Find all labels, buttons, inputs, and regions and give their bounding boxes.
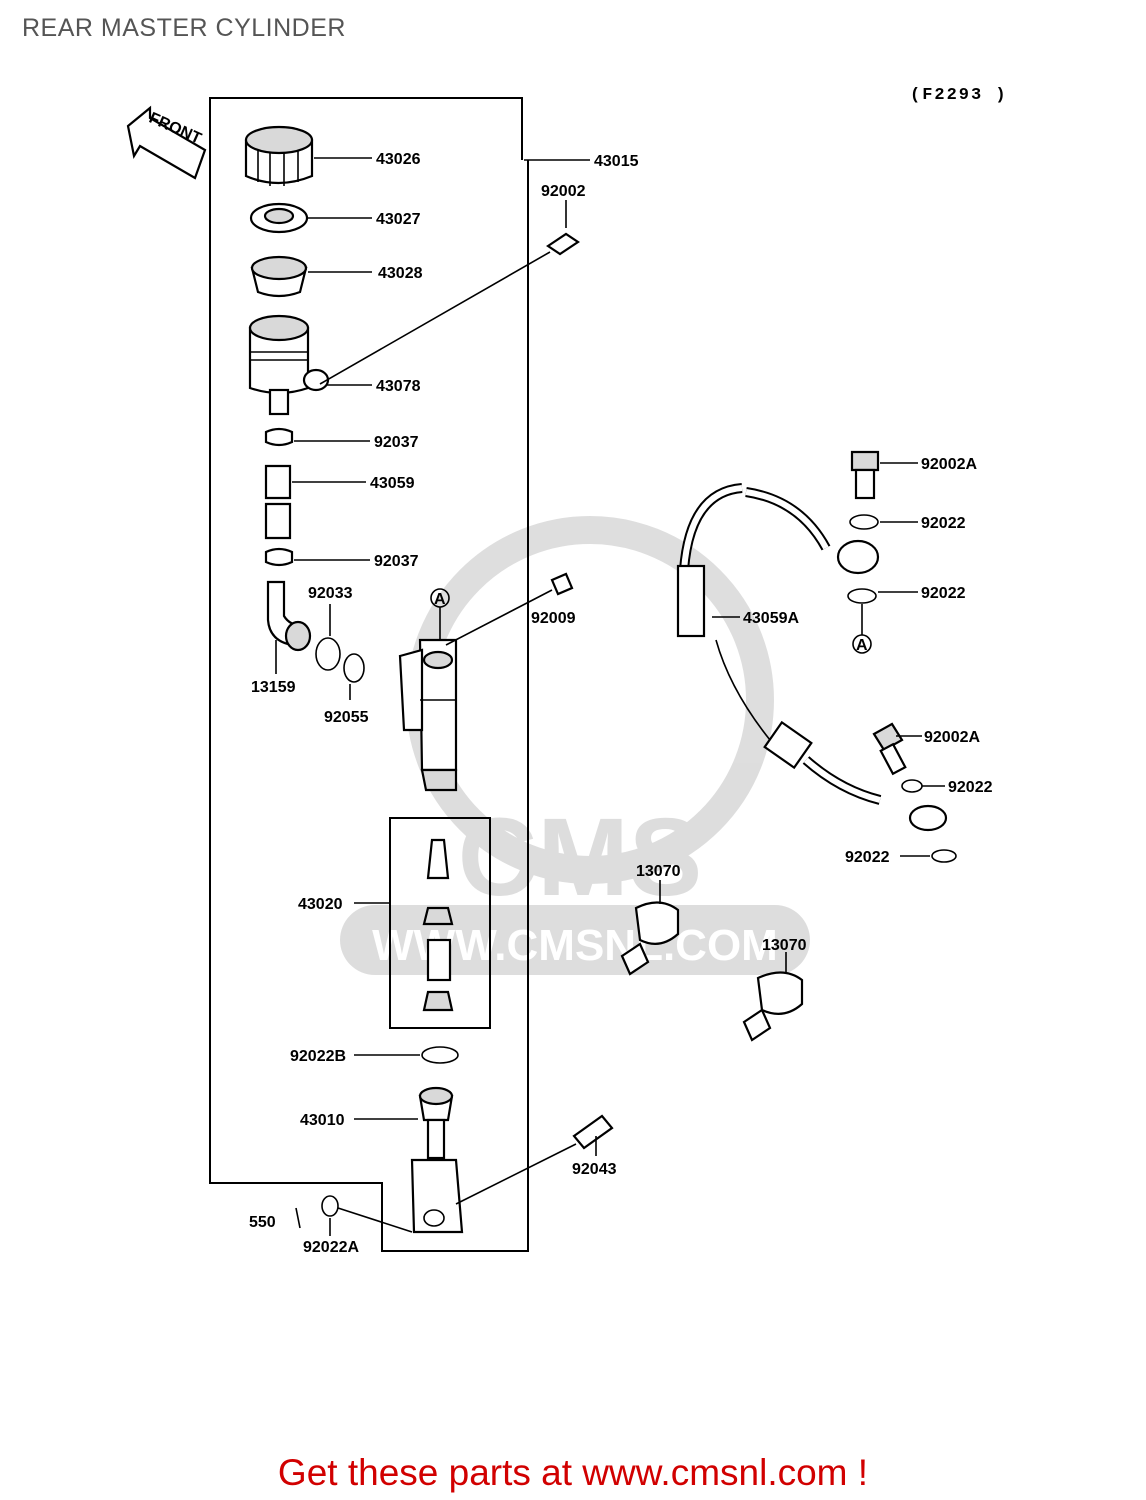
marker-a-upper-label: A (434, 591, 446, 608)
brake-hose (676, 483, 948, 832)
hose-clamp-lower (264, 547, 294, 567)
callout-13159: 13159 (251, 679, 296, 696)
diaphragm (250, 255, 308, 298)
hose-clamp-1 (620, 901, 680, 976)
hose-fitting (266, 580, 312, 652)
washer-3 (901, 779, 923, 793)
parts-diagram: CMS WWW.CMSNL.COM FRONT 43026 43027 4302… (126, 97, 993, 1256)
o-ring (315, 637, 341, 671)
callout-92002A-lower: 92002A (924, 729, 980, 746)
diagram-code: (F2293 ) (910, 86, 1008, 105)
callout-92022-3: 92022 (948, 779, 993, 796)
callout-92022-1: 92022 (921, 515, 966, 532)
reservoir-cap (244, 125, 314, 186)
reservoir-plate (249, 202, 309, 234)
callout-92022A: 92022A (303, 1239, 359, 1256)
reservoir-hose (264, 464, 292, 540)
callout-92002A-upper: 92002A (921, 456, 977, 473)
callout-92022B: 92022B (290, 1048, 346, 1065)
callout-43015: 43015 (594, 153, 639, 170)
piston-circlip (421, 1046, 459, 1064)
cylinder-bleed-bolt (445, 572, 574, 646)
cotter-pin (295, 1207, 301, 1229)
callout-43059A: 43059A (743, 610, 799, 627)
assembly-outline (209, 97, 529, 1252)
piston-kit-box (389, 817, 491, 1029)
marker-a-lower-label: A (856, 637, 868, 654)
hose-clamp-upper (264, 427, 294, 447)
callout-92022-2: 92022 (921, 585, 966, 602)
callout-92037-lower: 92037 (374, 553, 419, 570)
circlip (343, 653, 365, 683)
clevis-pin (455, 1114, 614, 1205)
reservoir (248, 314, 330, 416)
banjo-bolt-lower (872, 722, 907, 776)
banjo-bolt-upper (850, 450, 880, 500)
callout-92022-4: 92022 (845, 849, 890, 866)
washer (321, 1195, 339, 1217)
footer-link[interactable]: Get these parts at www.cmsnl.com ! (277, 1452, 869, 1493)
watermark-logo: CMS (458, 796, 702, 919)
front-arrow: FRONT (126, 105, 207, 180)
callout-43026: 43026 (376, 151, 421, 168)
callout-43027: 43027 (376, 211, 421, 228)
piston-kit (422, 838, 454, 1012)
push-rod (410, 1086, 464, 1234)
callout-43028: 43028 (378, 265, 423, 282)
callout-92009: 92009 (531, 610, 576, 627)
washer-4 (931, 849, 957, 863)
watermark: CMS WWW.CMSNL.COM (340, 516, 810, 975)
callout-43020: 43020 (298, 896, 343, 913)
callout-13070-2: 13070 (762, 937, 807, 954)
page-title: REAR MASTER CYLINDER (22, 14, 346, 42)
washer-1 (849, 514, 879, 530)
hose-clamp-2 (742, 971, 804, 1042)
callout-43078: 43078 (376, 378, 421, 395)
washer-2 (847, 588, 877, 604)
callout-43059: 43059 (370, 475, 415, 492)
callout-92002: 92002 (541, 183, 586, 200)
callout-92055: 92055 (324, 709, 369, 726)
callout-550: 550 (249, 1214, 276, 1231)
reservoir-bolt (319, 232, 580, 385)
callout-43010: 43010 (300, 1112, 345, 1129)
callout-92033: 92033 (308, 585, 353, 602)
callout-13070-1: 13070 (636, 863, 681, 880)
cylinder-body (398, 638, 458, 792)
callout-92043: 92043 (572, 1161, 617, 1178)
callout-92037-upper: 92037 (374, 434, 419, 451)
